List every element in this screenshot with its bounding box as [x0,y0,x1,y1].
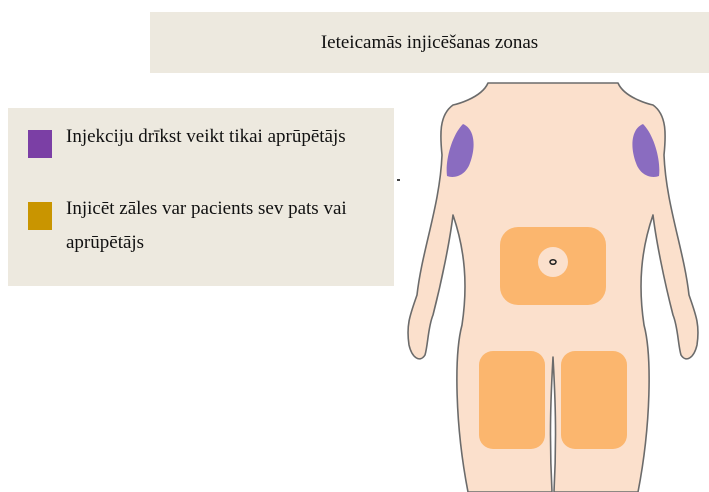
body-figure [395,75,709,492]
legend-label-self-or-caregiver: Injicēt zāles var pacients sev pats vai … [66,192,366,260]
navel-exclusion-area [538,247,568,277]
right-thigh-zone [561,351,627,449]
legend-swatch-purple [28,130,52,158]
title-banner: Ieteicamās injicēšanas zonas [150,12,709,73]
legend-label-caregiver-only: Injekciju drīkst veikt tikai aprūpētājs [66,120,366,154]
left-thigh-zone [479,351,545,449]
legend: Injekciju drīkst veikt tikai aprūpētājs … [8,108,394,286]
legend-swatch-orange [28,202,52,230]
diagram-title: Ieteicamās injicēšanas zonas [321,32,538,54]
